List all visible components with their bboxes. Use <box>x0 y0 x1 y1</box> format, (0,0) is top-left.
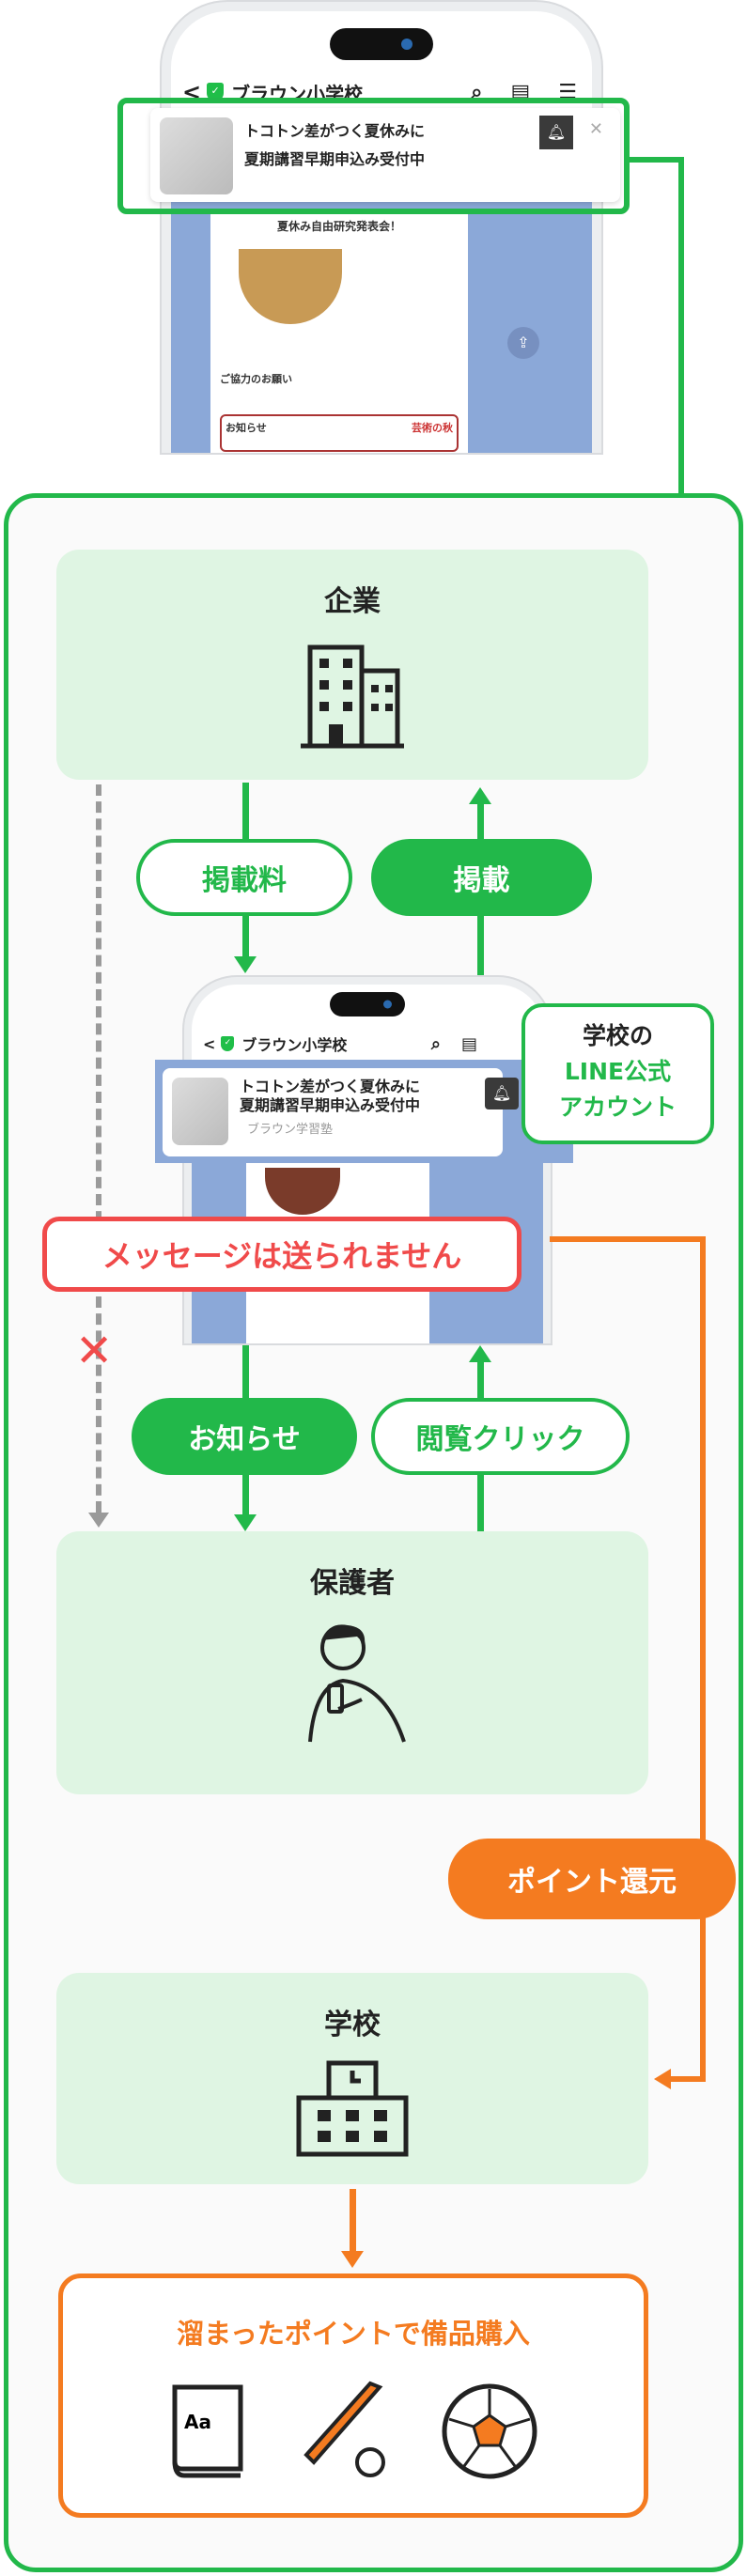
book-icon: Aa <box>172 2384 243 2478</box>
notes-icon[interactable]: ▤ <box>460 1033 477 1054</box>
section-heading: ご協力のお願い <box>220 373 292 385</box>
purchase-label: 溜まったポイントで備品購入 <box>177 2318 530 2350</box>
ad-thumbnail <box>172 1078 228 1145</box>
soccer-ball-icon <box>442 2383 537 2479</box>
blocked-x-icon: ✕ <box>75 1325 114 1377</box>
notify-label: お知らせ <box>132 1398 357 1475</box>
highlight-frame <box>117 98 630 214</box>
verified-shield-icon: ✓ <box>221 1036 235 1051</box>
close-icon[interactable]: ✕ <box>588 119 603 139</box>
account-name: ブラウン小学校 <box>241 1036 348 1054</box>
share-button[interactable]: ⇪ <box>507 327 539 359</box>
company-label: 企業 <box>324 585 381 618</box>
phone-mockup-top: < ✓ ブラウン小学校 ⌕ ▤ ☰ 夏休み自由研究発表会！ ご協力のお願い お知… <box>162 2 601 453</box>
school-icon <box>296 2060 409 2157</box>
line-account-callout: 学校の LINE公式 アカウント <box>521 1003 714 1144</box>
guardian-box: 保護者 <box>56 1531 648 1794</box>
chestnut-illustration <box>239 249 342 324</box>
notice-heading: お知らせ <box>226 422 267 434</box>
guardian-label: 保護者 <box>310 1567 395 1600</box>
ad-title-line1: トコトン差がつく夏休みに <box>244 122 426 140</box>
ad-title-line2: 夏期講習早期申込み受付中 <box>240 1096 421 1114</box>
verified-shield-icon: ✓ <box>207 83 225 101</box>
art-badge: 芸術の秋 <box>412 422 453 434</box>
callout-line1: 学校の <box>582 1022 653 1049</box>
person-phone-icon <box>308 1624 406 1743</box>
post-label: 掲載 <box>371 839 592 916</box>
ad-notification-top[interactable]: トコトン差がつく夏休みに 夏期講習早期申込み受付中 🔔︎ ✕ <box>150 108 620 202</box>
ad-notification-middle[interactable]: トコトン差がつく夏休みに 夏期講習早期申込み受付中 ブラウン学習塾 <box>163 1068 503 1156</box>
no-message-label: メッセージは送られません <box>42 1217 521 1292</box>
newsletter-title: 夏休み自由研究発表会！ <box>276 220 401 233</box>
bell-icon[interactable]: 🔔︎ <box>485 1078 519 1110</box>
points-label: ポイント還元 <box>448 1839 736 1919</box>
callout-line3: アカウント <box>558 1094 677 1121</box>
callout-line2: LINE公式 <box>564 1058 672 1085</box>
ad-title-line2: 夏期講習早期申込み受付中 <box>244 150 426 168</box>
chestnut-illustration <box>265 1168 340 1215</box>
click-label: 閲覧クリック <box>371 1398 630 1475</box>
bat-and-ball-icon <box>303 2381 385 2477</box>
search-icon[interactable]: ⌕ <box>430 1033 441 1054</box>
fee-label: 掲載料 <box>136 839 352 916</box>
ad-title-line1: トコトン差がつく夏休みに <box>240 1078 421 1095</box>
building-icon <box>301 644 404 749</box>
company-box: 企業 <box>56 550 648 780</box>
book-text: Aa <box>184 2411 211 2433</box>
ad-sender: ブラウン学習塾 <box>247 1123 334 1137</box>
school-label: 学校 <box>324 2009 381 2041</box>
bell-icon[interactable]: 🔔︎ <box>539 116 573 149</box>
back-icon[interactable]: < <box>203 1034 216 1053</box>
school-box: 学校 <box>56 1973 648 2184</box>
ad-thumbnail <box>160 117 233 194</box>
purchase-box: 溜まったポイントで備品購入 Aa <box>58 2273 648 2518</box>
